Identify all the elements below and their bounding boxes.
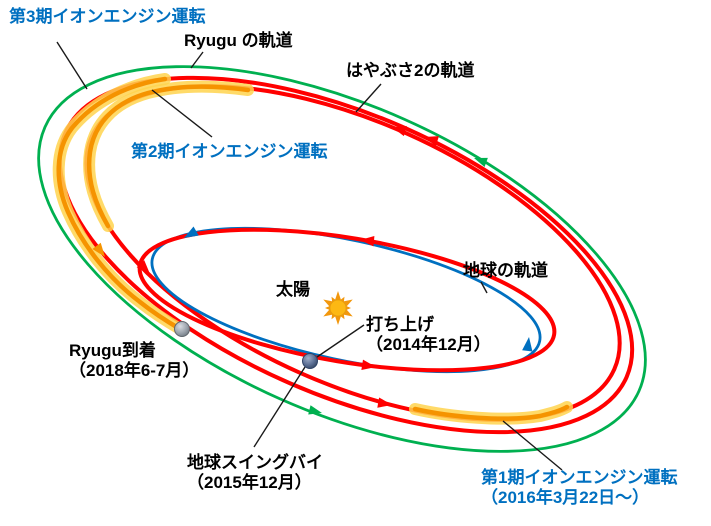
pointer-lines: [56, 41, 563, 471]
ion-engine-band-phase2-core: [86, 84, 251, 229]
label-hayabusa2-orbit: はやぶさ2の軌道: [346, 61, 475, 80]
pointer-swingby: [253, 366, 306, 448]
ryugu-arrival-marker: [174, 321, 190, 337]
label-ryugu-orbit: Ryugu の軌道: [184, 31, 293, 50]
arrow-red-left-descending: [136, 260, 150, 274]
label-earth-swingby-line2: （2015年12月）: [187, 473, 312, 492]
label-ryugu-arrival: Ryugu到着 （2018年6-7月）: [69, 341, 199, 381]
label-launch-line2: （2014年12月）: [366, 335, 491, 354]
ion-engine-band-phase3: [52, 73, 186, 335]
label-engine-phase1-line1: 第1期イオンエンジン運転: [481, 468, 678, 487]
label-engine-phase1-line2: （2016年3月22日～）: [481, 488, 650, 507]
pointer-hayabusa2-orbit: [355, 83, 382, 113]
pointer-engine1: [502, 420, 563, 471]
pointer-launch: [316, 324, 365, 358]
sun-disc: [329, 299, 347, 317]
label-ryugu-arrival-line2: （2018年6-7月）: [69, 361, 200, 380]
label-engine-phase3: 第3期イオンエンジン運転: [9, 7, 206, 26]
label-earth-swingby-line1: 地球スイングバイ: [187, 453, 323, 472]
arrow-red-outer-top-right: [424, 136, 439, 147]
label-launch: 打ち上げ （2014年12月）: [366, 315, 491, 355]
label-engine-phase2: 第2期イオンエンジン運転: [131, 142, 328, 161]
arrow-blue-right: [522, 337, 533, 352]
arrow-red-inner-top: [360, 236, 375, 247]
ion-engine-band-phase1-core: [412, 404, 570, 421]
label-ryugu-arrival-line1: Ryugu到着: [69, 341, 156, 360]
label-launch-line1: 打ち上げ: [366, 315, 434, 334]
arrow-green-top-right: [474, 157, 488, 167]
pointer-ryugu-orbit: [190, 51, 204, 69]
pointer-engine3: [56, 41, 88, 90]
arrow-red-middle-top-right: [392, 126, 407, 137]
label-earth-orbit: 地球の軌道: [463, 261, 548, 280]
direction-arrows: [92, 126, 533, 415]
arrow-red-bottom-middle: [377, 397, 392, 408]
arrow-orange-band3: [92, 242, 105, 257]
earth-orbit-ellipse: [150, 226, 542, 374]
label-earth-swingby: 地球スイングバイ （2015年12月）: [187, 453, 323, 493]
arrow-green-bottom: [308, 405, 322, 415]
pointer-engine2: [151, 89, 213, 138]
pointer-earth-orbit: [480, 281, 488, 294]
earth-launch-marker: [302, 353, 318, 369]
sun-icon: [323, 291, 353, 325]
arrow-blue-top-left: [184, 226, 199, 238]
label-sun: 太陽: [276, 280, 310, 299]
ion-engine-band-phase3-core: [56, 76, 183, 332]
label-engine-phase1: 第1期イオンエンジン運転 （2016年3月22日～）: [481, 468, 677, 508]
arrow-red-bottom-inner: [361, 359, 376, 370]
